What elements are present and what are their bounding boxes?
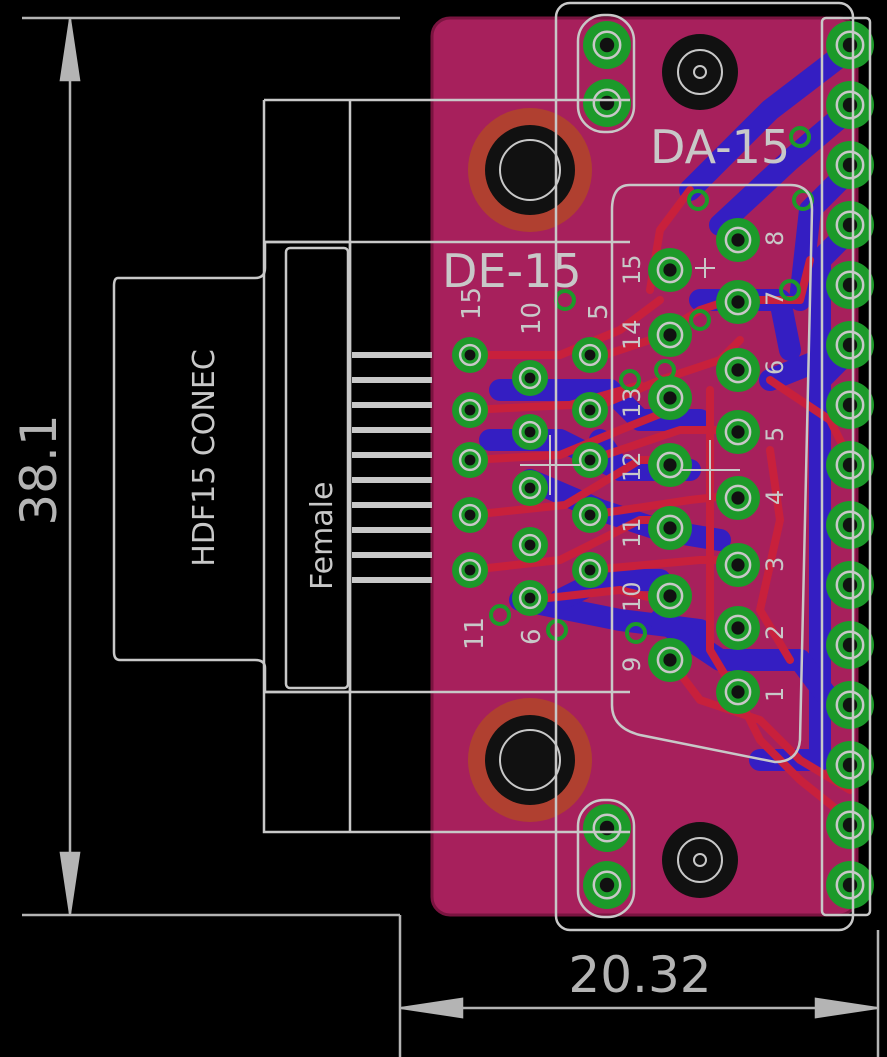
header-pin [826,801,874,849]
da15-pad [716,218,760,262]
da15-pad [648,443,692,487]
header-pin [826,621,874,669]
mounting-hole-bottom [468,698,592,822]
de15-pin-label: 10 [517,302,547,335]
via [687,189,709,211]
da15-pad [716,280,760,324]
da15-pad [648,313,692,357]
de15-pad [572,497,608,533]
via [779,279,801,301]
da15-pad [716,476,760,520]
via [489,604,511,626]
de15-pad [572,552,608,588]
via [689,309,711,331]
da15-pin-label: 13 [618,387,646,418]
corner-pin [583,79,631,127]
de15-pad [452,552,488,588]
da15-pin-label: 11 [618,517,646,548]
header-pin [826,141,874,189]
de15-pad [572,442,608,478]
header-pin [826,501,874,549]
part-name-label: HDF15 CONEC [187,349,222,567]
header-pin [826,81,874,129]
header-pin [826,381,874,429]
header-pin [826,441,874,489]
da15-pad-array [648,218,760,714]
de15-pin-label: 5 [584,303,614,320]
da15-pad [716,410,760,454]
de15-pad [452,392,488,428]
header-pin [826,321,874,369]
da15-pin-label: 5 [761,427,789,442]
header-pin [826,861,874,909]
via [789,126,811,148]
da15-pin-label: 3 [761,557,789,572]
da15-pad [716,670,760,714]
de15-pin-leads [352,352,432,583]
mounting-hole-top [468,108,592,232]
da15-pin-label: 6 [761,360,789,375]
small-hole-bottom [662,822,738,898]
de15-pad-array [452,337,608,616]
da15-pin-label: 10 [618,581,646,612]
da15-pin-label: 2 [761,625,789,640]
corner-pin [583,21,631,69]
da15-pad [648,638,692,682]
da15-pin-label: 7 [761,291,789,306]
de15-pad [512,527,548,563]
via-group [489,126,814,644]
de15-pin-label: 11 [460,617,490,650]
da15-pin-label: 14 [618,319,646,350]
gender-label: Female [305,482,340,590]
da15-pad [716,348,760,392]
via [654,359,676,381]
header-pin-column [826,21,874,909]
de15-pad [452,442,488,478]
da15-pin-label: 9 [618,657,646,672]
da15-pin-label: 15 [618,254,646,285]
corner-pin [583,861,631,909]
header-pin [826,741,874,789]
de15-pin-label: 6 [517,628,547,645]
da15-pad [648,574,692,618]
corner-pin-pairs [583,21,631,909]
da15-pin-label: 1 [761,687,789,702]
da15-pin-label-group: 15 14 13 12 11 10 9 8 7 6 5 4 3 2 1 [618,231,789,702]
de15-pad [452,497,488,533]
da15-pad [648,248,692,292]
da15-pad [648,376,692,420]
header-pin [826,201,874,249]
de15-pad [512,360,548,396]
da15-pin-label: 4 [761,490,789,505]
via [625,622,647,644]
de15-pad [512,580,548,616]
header-pin [826,561,874,609]
dimension-lines [22,16,880,1057]
corner-pin [583,804,631,852]
de15-pad [512,470,548,506]
da15-label: DA-15 [650,120,790,174]
de15-pad [512,414,548,450]
de15-label: DE-15 [442,244,582,298]
da15-pin-label: 12 [618,451,646,482]
header-pin [826,261,874,309]
de15-pin-label: 15 [457,287,487,320]
height-dimension-label: 38.1 [10,414,68,525]
de15-pad [452,337,488,373]
da15-pad [716,543,760,587]
small-hole-top [662,34,738,110]
da15-pad [716,606,760,650]
silkscreen-outlines [112,1,872,932]
da15-pad [648,506,692,550]
de15-pad [572,337,608,373]
header-pin [826,681,874,729]
via [619,369,641,391]
width-dimension-label: 20.32 [568,946,711,1004]
origin-crosshair [520,258,740,500]
da15-pin-label: 8 [761,231,789,246]
de15-pin-label-group: 15 10 5 11 6 [457,287,614,650]
de15-pad [572,392,608,428]
header-pin [826,21,874,69]
